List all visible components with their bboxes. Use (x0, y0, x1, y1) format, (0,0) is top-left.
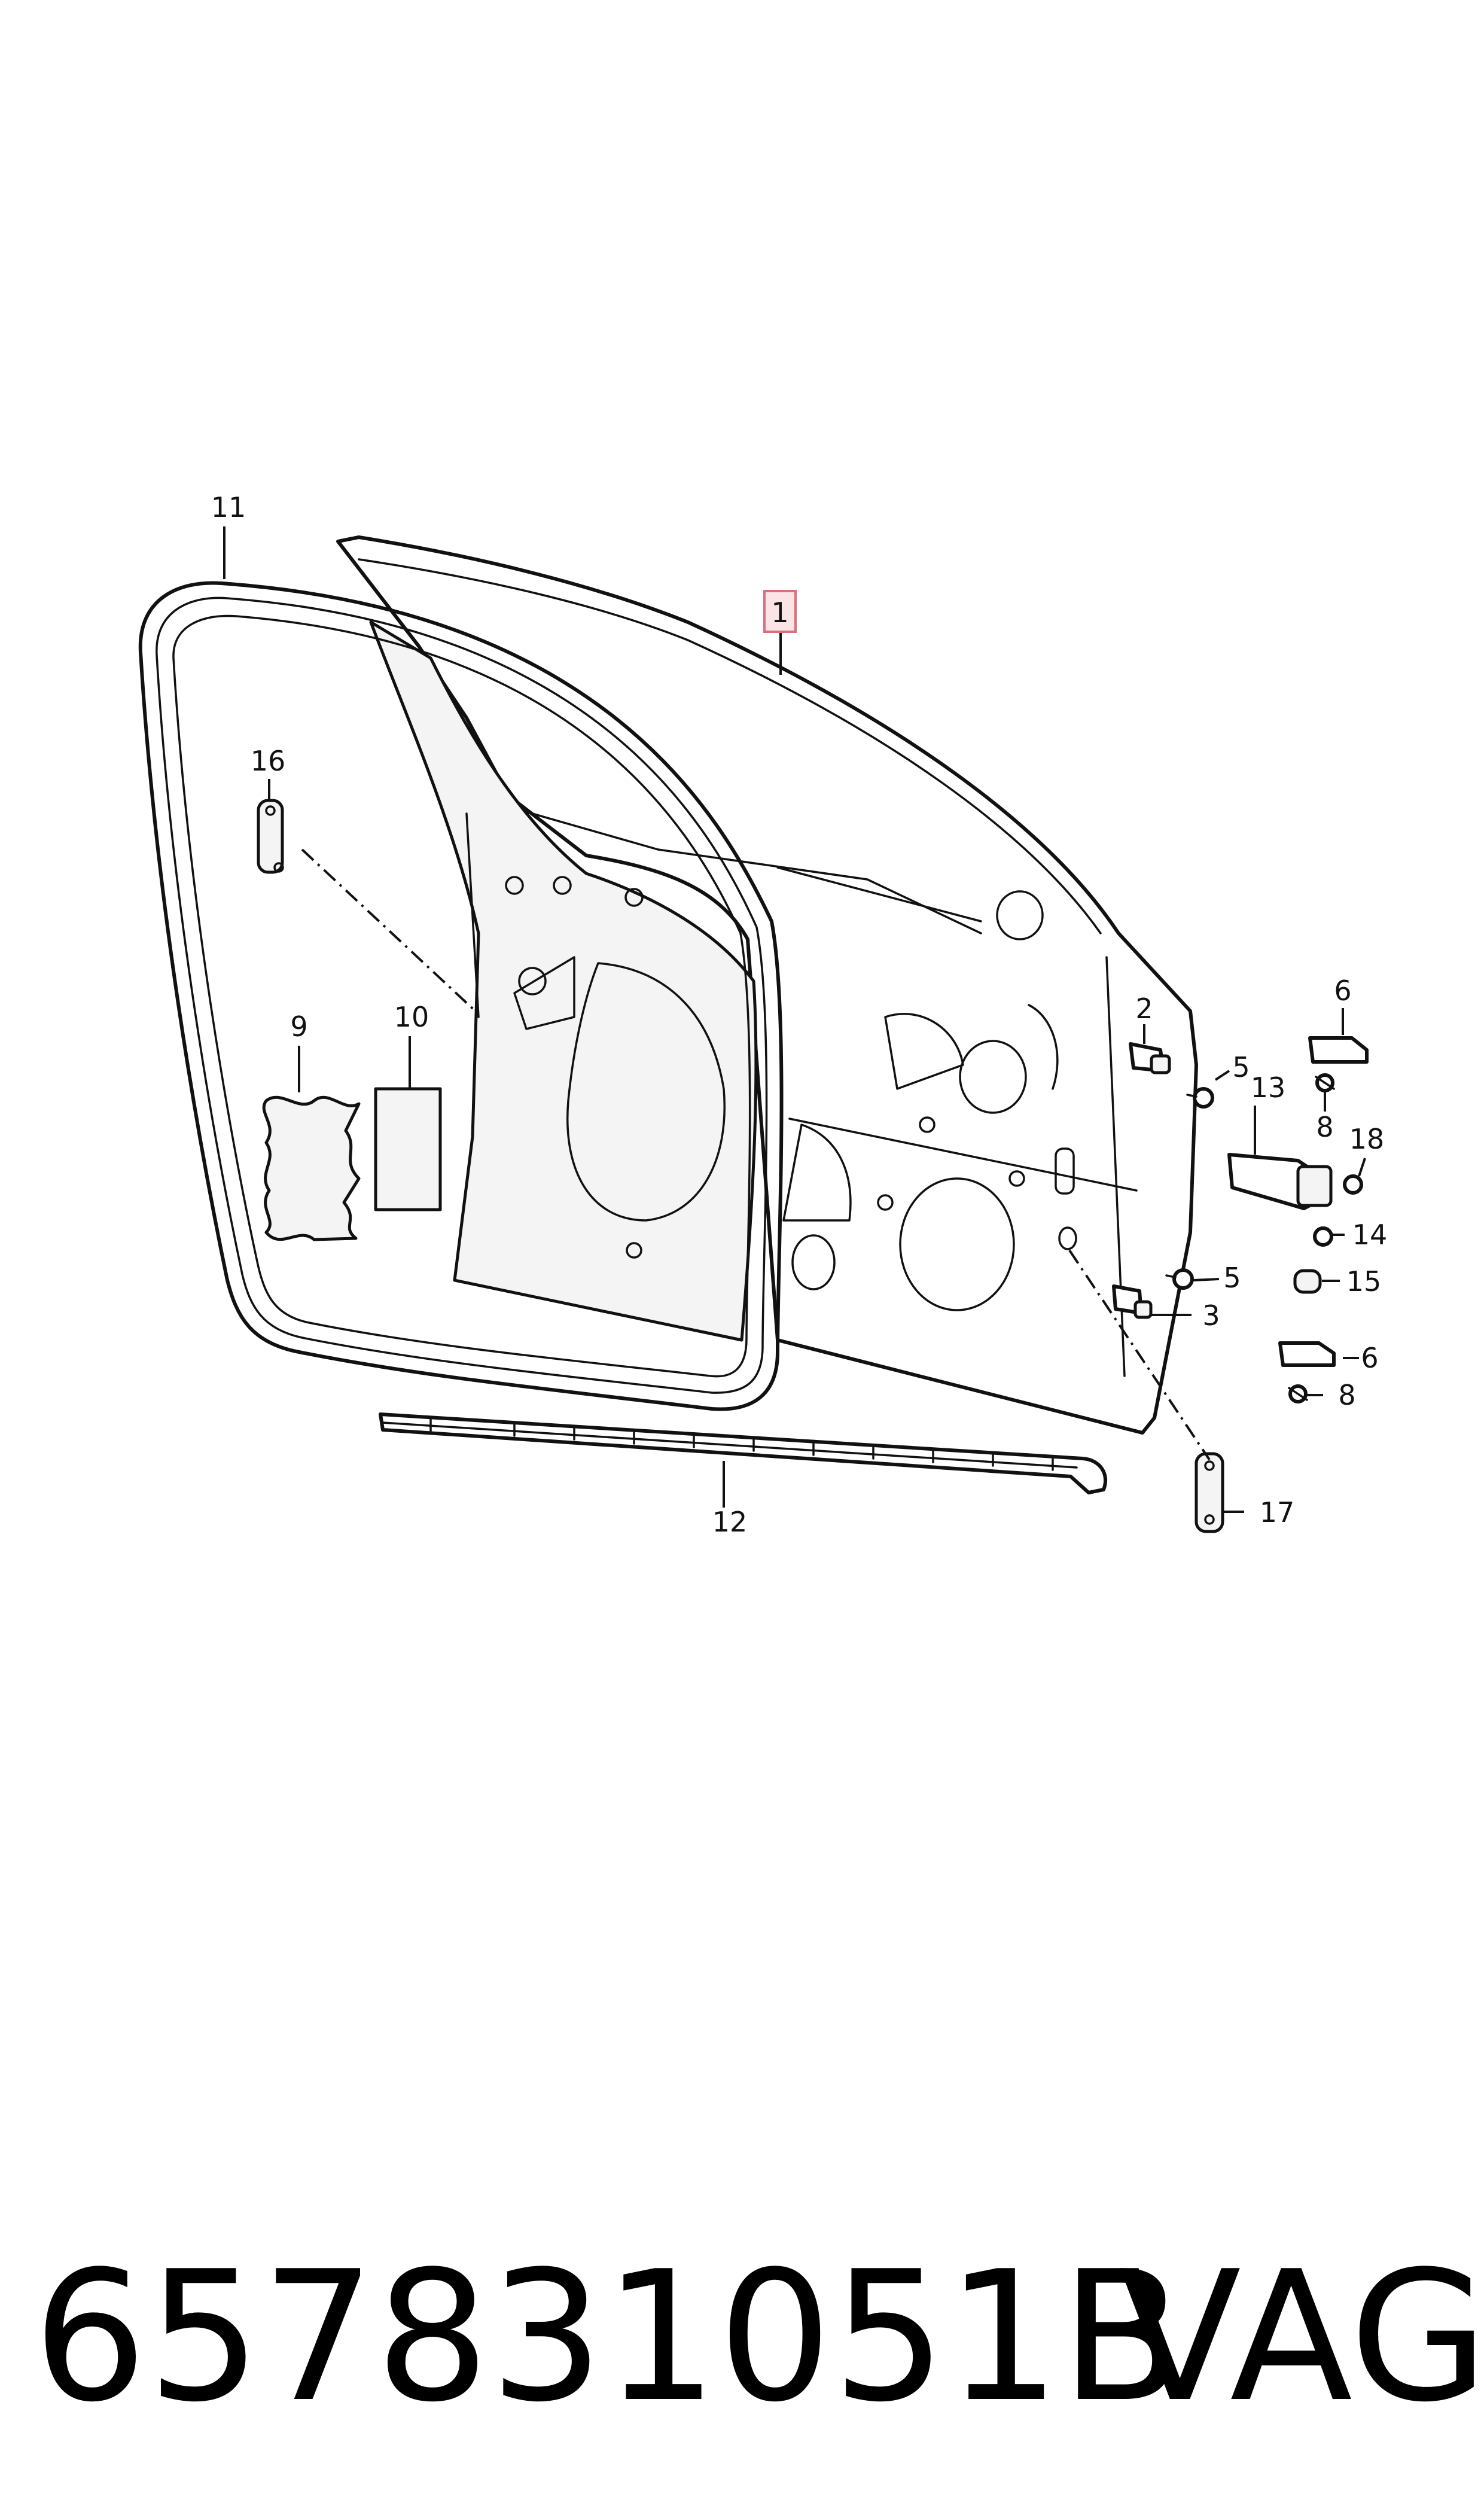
part-12-weather-strip (379, 1412, 1108, 1494)
part-13-door-check (1227, 1153, 1333, 1210)
part-16-guide-line (301, 848, 480, 1015)
part-5-screw-lower (1165, 1268, 1194, 1290)
part-8-bolt-lower (1288, 1384, 1308, 1403)
callout-11: 11 (211, 491, 246, 523)
part-6-bracket-upper (1308, 1036, 1369, 1064)
callout-14: 14 (1352, 1219, 1388, 1251)
part-2-bracket (1129, 1042, 1171, 1074)
callout-17: 17 (1260, 1496, 1295, 1529)
part-10-pad (374, 1087, 442, 1211)
footer: 657831051B VAG (33, 2233, 1484, 2441)
callout-labels: 1 2 3 5 5 6 6 8 8 9 10 11 12 13 14 15 16… (211, 491, 1388, 1538)
part-3-bracket (1112, 1284, 1153, 1319)
callout-18: 18 (1349, 1123, 1385, 1155)
part-8-bolt-upper (1315, 1073, 1335, 1092)
callout-5-upper: 5 (1232, 1051, 1250, 1083)
callout-12: 12 (712, 1506, 748, 1538)
callout-9: 9 (290, 1010, 307, 1043)
part-17-plug (1194, 1452, 1224, 1533)
part-6-bracket-lower (1278, 1341, 1336, 1367)
callout-3: 3 (1202, 1299, 1220, 1332)
part-18-bolt (1343, 1174, 1363, 1195)
part-14-bolt (1313, 1226, 1333, 1247)
part-5-screw-upper (1186, 1087, 1214, 1109)
part-number: 657831051B (33, 2233, 1184, 2441)
callout-6-lower: 6 (1361, 1342, 1378, 1374)
part-17-guide-line (1068, 1249, 1211, 1461)
callout-6-upper: 6 (1334, 975, 1351, 1007)
leader-lines (223, 526, 1366, 1513)
callout-16: 16 (251, 745, 286, 777)
part-16-plug (257, 799, 284, 874)
callout-1-highlight (763, 590, 797, 633)
callout-1: 1 (771, 596, 788, 629)
door-shell (336, 535, 1198, 1435)
callout-2: 2 (1135, 992, 1153, 1025)
door-inner-panel (369, 620, 758, 1342)
callout-10: 10 (394, 1001, 429, 1033)
door-seal-frame (138, 581, 784, 1411)
part-15-cap (1293, 1269, 1322, 1294)
callout-15: 15 (1346, 1265, 1382, 1298)
part-9-damping-pad (262, 1095, 361, 1241)
callout-13: 13 (1251, 1071, 1286, 1104)
callout-8-upper: 8 (1316, 1111, 1333, 1143)
callout-5-lower: 5 (1223, 1262, 1241, 1294)
callout-8-lower: 8 (1338, 1379, 1355, 1411)
brand-name: VAG (1119, 2233, 1484, 2441)
